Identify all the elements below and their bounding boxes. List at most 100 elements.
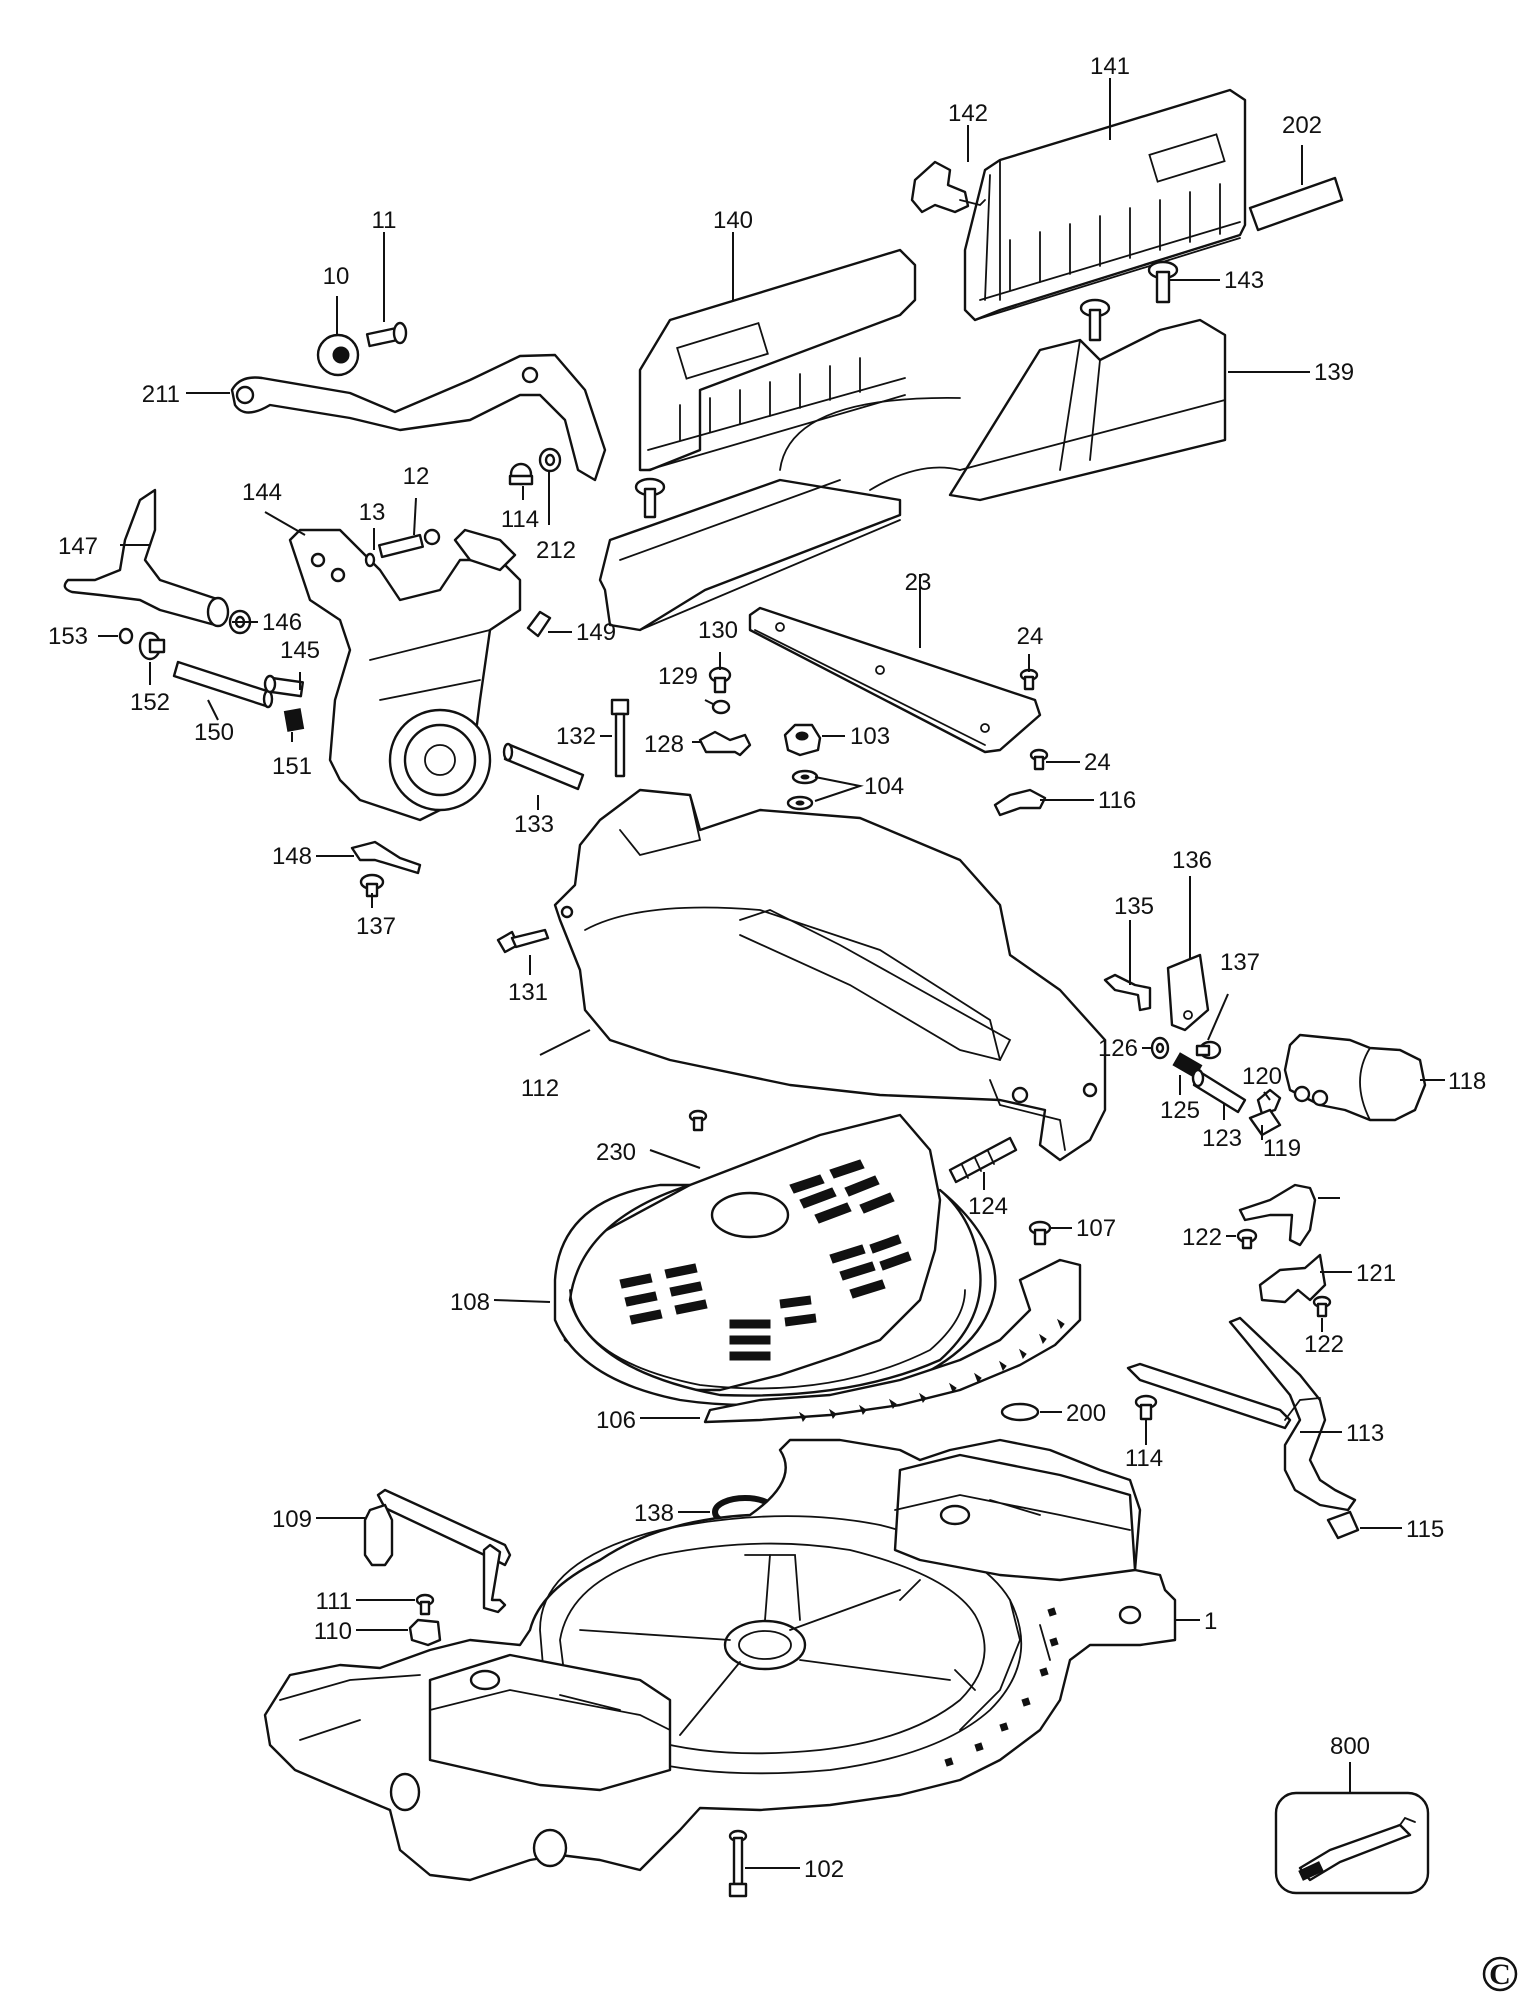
label-145: 145 — [280, 637, 320, 664]
part-128-knob — [698, 730, 752, 757]
part-150-rod — [172, 660, 274, 709]
part-103-nut — [783, 723, 822, 757]
part-154-bracket — [1238, 1183, 1317, 1247]
label-24-upper: 24 — [1017, 623, 1044, 650]
label-131: 131 — [508, 979, 548, 1006]
part-149-pin — [526, 610, 552, 638]
part-135-bracket — [1103, 973, 1152, 1012]
label-136: 136 — [1172, 847, 1212, 874]
part-119-clip — [1248, 1108, 1282, 1137]
part-137-screw-right — [1195, 1040, 1222, 1060]
part-109-wrench — [363, 1488, 512, 1614]
label-118: 118 — [1448, 1068, 1486, 1095]
part-137-screw-left — [359, 873, 385, 898]
label-119: 119 — [1263, 1135, 1301, 1162]
label-149: 149 — [576, 619, 616, 646]
part-fence-base-left — [598, 477, 902, 632]
part-133-rod — [502, 742, 585, 791]
leader-lines — [98, 78, 1445, 1869]
label-106: 106 — [596, 1407, 636, 1434]
copyright-mark: C — [1489, 1958, 1511, 1991]
part-121-bracket — [1258, 1253, 1327, 1304]
part-114-screw-lower — [1134, 1394, 1158, 1421]
label-10: 10 — [323, 263, 350, 290]
label-129: 129 — [658, 663, 698, 690]
label-108: 108 — [450, 1289, 490, 1316]
part-23-throat-plate — [748, 606, 1042, 754]
label-130: 130 — [698, 617, 738, 644]
label-111: 111 — [316, 1588, 352, 1615]
label-146: 146 — [262, 609, 302, 636]
part-126-washer — [1150, 1036, 1170, 1060]
label-133: 133 — [514, 811, 554, 838]
part-115-pad — [1326, 1510, 1360, 1540]
part-152-knob — [138, 631, 166, 661]
label-800: 800 — [1330, 1733, 1370, 1760]
part-13-clip — [364, 552, 376, 568]
part-153-clip — [118, 627, 134, 645]
part-102-bolt — [728, 1829, 748, 1898]
label-153: 153 — [48, 623, 88, 650]
part-800-inset — [1274, 1791, 1430, 1895]
part-fence-arc — [779, 397, 961, 491]
part-132-bolt — [610, 698, 630, 778]
label-125: 125 — [1160, 1097, 1200, 1124]
label-137-right: 137 — [1220, 949, 1260, 976]
label-120: 120 — [1242, 1063, 1282, 1090]
label-112: 112 — [521, 1075, 559, 1102]
part-116-clip — [993, 788, 1047, 817]
label-124: 124 — [968, 1193, 1008, 1220]
part-24-screw-lower — [1029, 748, 1049, 771]
part-123-pin — [1191, 1068, 1247, 1114]
label-138: 138 — [634, 1500, 674, 1527]
part-142-knob — [910, 160, 986, 214]
label-103: 103 — [850, 723, 890, 750]
label-107: 107 — [1076, 1215, 1116, 1242]
label-200: 200 — [1066, 1400, 1106, 1427]
label-137-left: 137 — [356, 913, 396, 940]
part-24-screw-upper — [1019, 668, 1039, 691]
part-129-washer — [711, 699, 731, 715]
label-23: 23 — [905, 569, 932, 596]
label-110: 110 — [314, 1618, 352, 1645]
part-136-plate — [1166, 953, 1210, 1032]
label-126: 126 — [1098, 1035, 1138, 1062]
part-110-clip — [408, 1618, 442, 1647]
label-24-lower: 24 — [1084, 749, 1111, 776]
label-104: 104 — [864, 773, 904, 800]
label-211: 211 — [142, 381, 180, 408]
label-212: 212 — [536, 537, 576, 564]
part-111-screw — [415, 1593, 435, 1616]
part-122-screw-lower — [1312, 1295, 1332, 1318]
part-120-latch — [1256, 1088, 1282, 1116]
part-143-bolt — [1147, 260, 1179, 304]
part-140-fence-upper-left — [638, 248, 917, 472]
label-140: 140 — [713, 207, 753, 234]
label-116: 116 — [1098, 787, 1136, 814]
part-139-fence-base-right — [948, 298, 1227, 502]
label-148: 148 — [272, 843, 312, 870]
part-148-bracket — [350, 840, 422, 875]
label-230: 230 — [596, 1139, 636, 1166]
part-145-pin — [263, 674, 305, 698]
part-1-base — [263, 1438, 1177, 1882]
label-114-lower: 114 — [1125, 1445, 1163, 1472]
part-130-screw — [708, 666, 732, 694]
label-141: 141 — [1090, 53, 1130, 80]
label-150: 150 — [194, 719, 234, 746]
part-124-pin — [948, 1136, 1018, 1184]
label-109: 109 — [272, 1506, 312, 1533]
part-104-washer-lower — [786, 795, 814, 811]
label-13: 13 — [359, 499, 386, 526]
label-113: 113 — [1346, 1420, 1384, 1447]
part-106-blade-segment — [703, 1258, 1082, 1424]
part-202-label-plate — [1248, 176, 1344, 232]
label-202: 202 — [1282, 112, 1322, 139]
label-1: 1 — [1204, 1608, 1217, 1635]
part-147-handle — [63, 488, 230, 628]
label-115: 115 — [1406, 1516, 1444, 1543]
part-10-bearing — [316, 333, 360, 377]
label-12: 12 — [403, 463, 430, 490]
label-144: 144 — [242, 479, 282, 506]
